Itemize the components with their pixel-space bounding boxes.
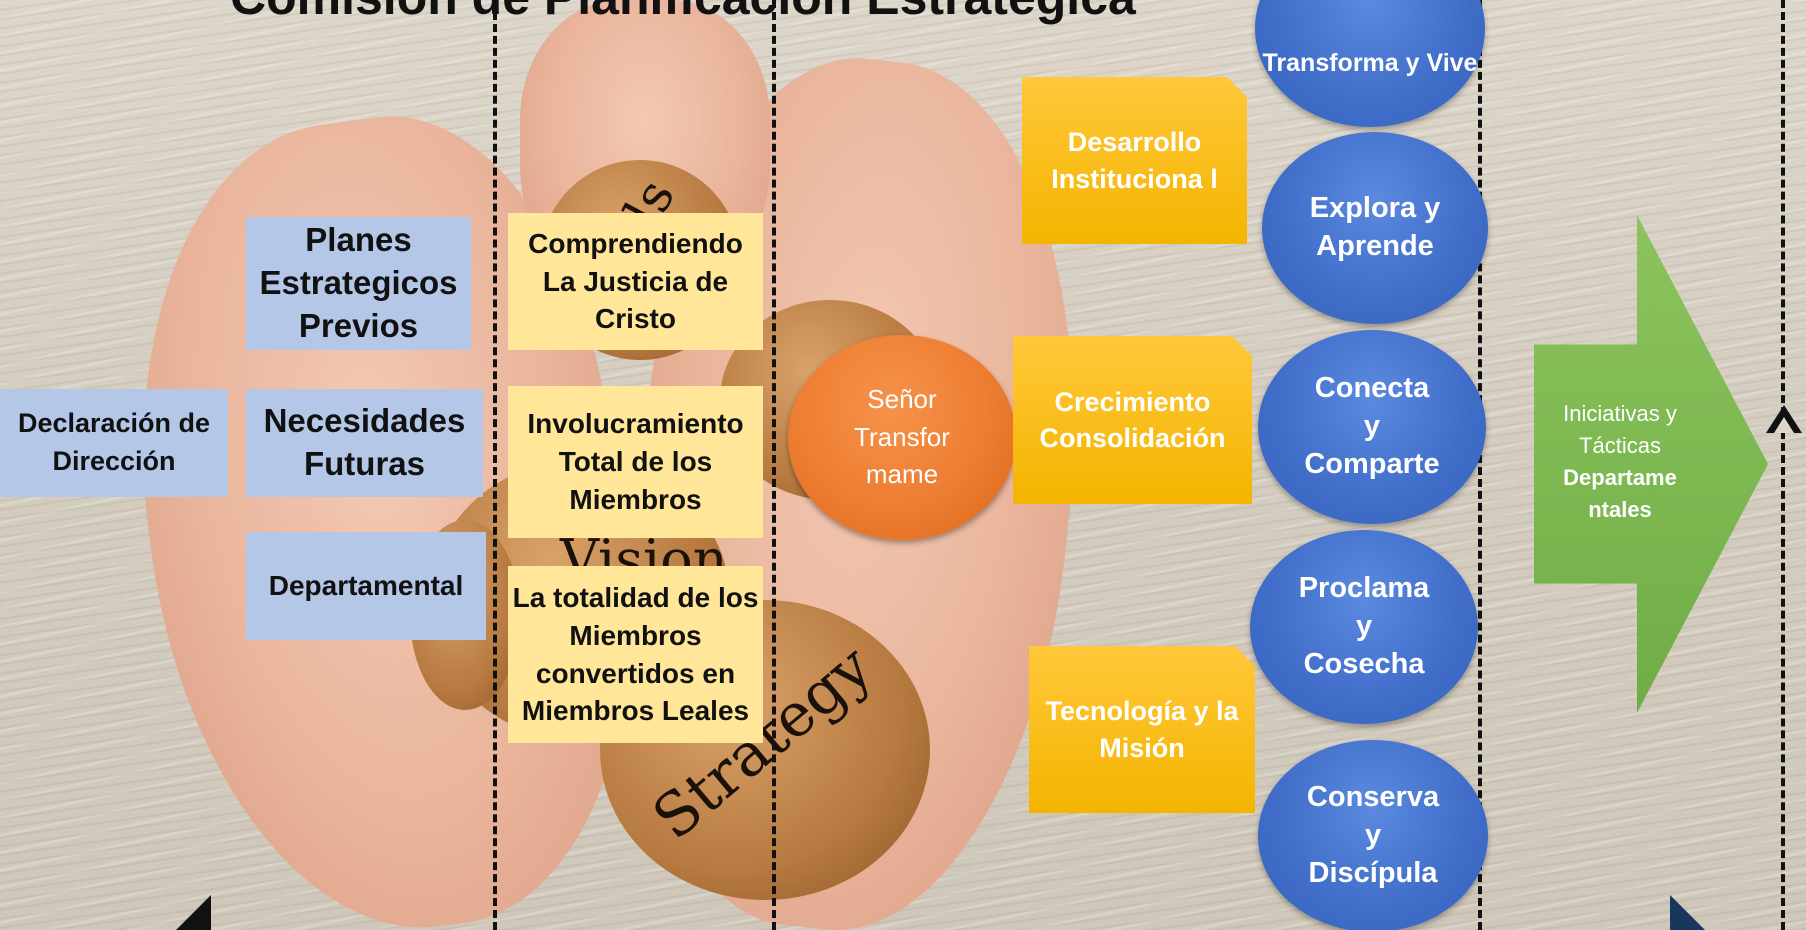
dashed-divider-3 <box>1478 0 1482 930</box>
corner-triangle-left <box>175 895 211 930</box>
arrow-line-1: Iniciativas y <box>1563 401 1677 426</box>
crecimiento-box: Crecimiento Consolidación <box>1013 336 1252 504</box>
departamental-box: Departamental <box>246 532 486 640</box>
arrow-line-4: ntales <box>1588 496 1652 522</box>
tecnologia-label: Tecnología y la Misión <box>1045 696 1239 763</box>
center-circle-label: Señor Transfor mame <box>854 383 950 490</box>
desarrollo-box: Desarrollo Instituciona l <box>1022 77 1247 244</box>
dashed-divider-1 <box>493 0 497 930</box>
tecnologia-box: Tecnología y la Misión <box>1029 646 1255 813</box>
oval-explora: Explora y Aprende <box>1262 132 1488 324</box>
comprendiendo-box: Comprendiendo La Justicia de Cristo <box>508 213 763 350</box>
crecimiento-label: Crecimiento Consolidación <box>1039 386 1226 453</box>
arrow-text: Iniciativas y Tácticas Departame ntales <box>1540 398 1700 526</box>
chevron-up-icon-inner <box>1774 417 1794 433</box>
planes-label: Planes Estrategicos Previos <box>259 221 458 344</box>
involucramiento-box: Involucramiento Total de los Miembros <box>508 386 763 538</box>
oval-conserva-label: Conserva y Discípula <box>1306 781 1440 889</box>
oval-proclama-label: Proclama y Cosecha <box>1298 572 1430 680</box>
oval-transforma: Transforma y Vive <box>1255 0 1485 127</box>
comprendiendo-label: Comprendiendo La Justicia de Cristo <box>528 227 743 335</box>
necesidades-box: Necesidades Futuras <box>246 389 483 497</box>
arrow-line-3: Departame <box>1563 464 1677 490</box>
necesidades-label: Necesidades Futuras <box>263 402 466 482</box>
totalidad-box: La totalidad de los Miembros convertidos… <box>508 566 763 743</box>
departamental-label: Departamental <box>268 570 464 601</box>
oval-proclama: Proclama y Cosecha <box>1250 530 1478 724</box>
dashed-divider-4 <box>1781 0 1785 930</box>
declaracion-label: Declaración de Dirección <box>17 408 211 476</box>
oval-conecta-label: Conecta y Comparte <box>1304 372 1440 480</box>
corner-triangle-right <box>1670 895 1706 930</box>
arrow-line-2: Tácticas <box>1579 432 1661 458</box>
oval-transforma-label: Transforma y Vive <box>1262 49 1478 78</box>
oval-conecta: Conecta y Comparte <box>1258 330 1486 524</box>
totalidad-label: La totalidad de los Miembros convertidos… <box>512 581 759 727</box>
declaracion-box: Declaración de Dirección <box>0 389 228 497</box>
involucramiento-label: Involucramiento Total de los Miembros <box>527 408 744 515</box>
oval-conserva: Conserva y Discípula <box>1258 740 1488 930</box>
dashed-divider-2 <box>772 0 776 930</box>
page-title: Comisión de Planificación Estratégica <box>230 0 1230 22</box>
desarrollo-label: Desarrollo Instituciona l <box>1051 127 1218 194</box>
planes-box: Planes Estrategicos Previos <box>246 217 471 350</box>
center-circle: Señor Transfor mame <box>788 335 1016 540</box>
oval-explora-label: Explora y Aprende <box>1309 192 1441 262</box>
